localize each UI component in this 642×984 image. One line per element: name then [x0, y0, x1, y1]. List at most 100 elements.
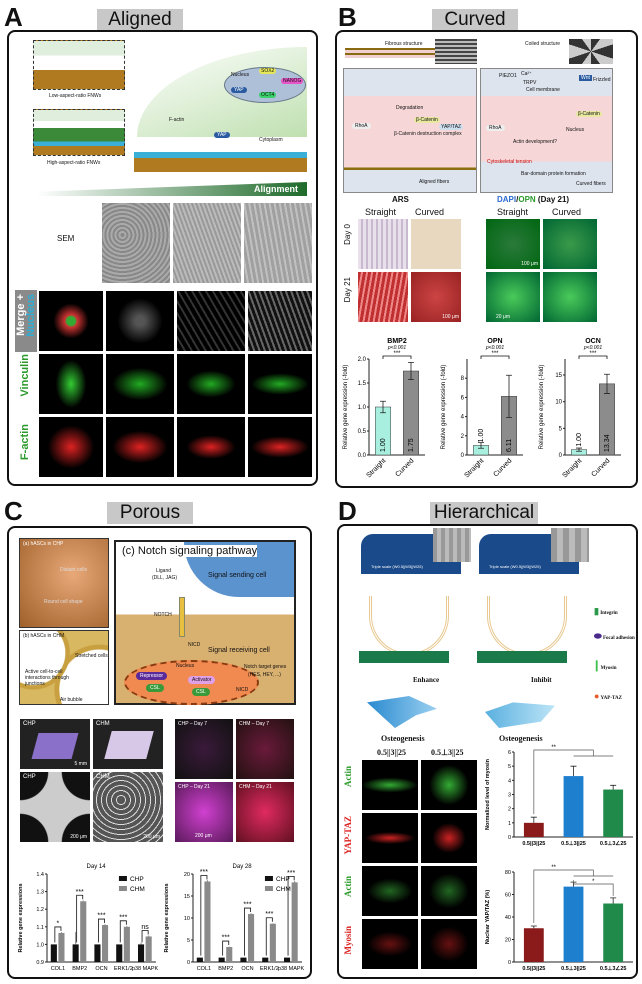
piezo-label: PIEZO1: [499, 73, 517, 79]
notch-diagram-title: (c) Notch signaling pathway: [122, 545, 258, 557]
vinculin-image-3: [176, 353, 246, 415]
error-bar: [610, 897, 617, 904]
curved-mechanism-diagram: PIEZO1 Ca²⁺ TRPV Cell membrane Wnt Frizz…: [480, 68, 613, 193]
y-tick-label: 80: [505, 870, 511, 876]
bcat-label-2: β-Catenin: [576, 111, 602, 117]
notch-receptor-shape: [179, 597, 185, 637]
osteogenesis-label-1: Osteogenesis: [381, 734, 425, 743]
actin-dev-label: Actin development?: [513, 139, 557, 145]
significance-bracket: [222, 940, 230, 956]
myosin-label: Myosin: [600, 666, 617, 671]
fibrous-label: Fibrous structure: [385, 41, 423, 47]
substrate-inhibit: [477, 651, 567, 663]
error-bar: [530, 816, 537, 823]
significance-bracket: [578, 355, 608, 359]
y-tick-label: 0: [508, 835, 511, 841]
significance-label: ***: [265, 911, 273, 918]
opn-straight-day21: 20 μm: [485, 271, 541, 323]
significance-label: *: [57, 920, 60, 927]
bar-chp: [72, 944, 79, 962]
opn-curved-day21: [542, 271, 598, 323]
x-tick-label: ERK1/2: [114, 966, 133, 972]
bar: [603, 903, 624, 962]
x-tick-label: COL1: [51, 966, 65, 972]
y-tick-label: 20: [505, 938, 511, 944]
significance-bracket: [141, 930, 149, 943]
aligned-mechanism-diagram: Degradation β-Catenin YAP/TAZ β-Catenin …: [343, 68, 477, 193]
nucleus-row-label: Nucleus: [25, 294, 37, 337]
chp-scaffold: [31, 733, 79, 759]
slash-text: /: [516, 195, 519, 204]
merge-image-4: [247, 290, 313, 352]
significance-bracket: [98, 918, 105, 943]
panel-c: (a) hASCs in CHP Distant cells Round cel…: [7, 526, 312, 979]
frizzled-label: Frizzled: [593, 77, 611, 83]
factin-image-4: [247, 416, 313, 478]
y-tick-label: 15: [184, 894, 190, 900]
y-tick-label: 3: [508, 793, 511, 799]
y-axis-label: Normalized level of myosin: [485, 758, 491, 830]
alignment-label: Alignment: [254, 184, 298, 194]
bcat-label: β-Catenin: [414, 117, 440, 123]
y-tick-label: 60: [505, 893, 511, 899]
x-tick-label: Curved: [590, 457, 611, 478]
ligand-label: Ligand: [156, 568, 172, 574]
significance-bracket: [573, 880, 614, 896]
bar-domain-label: Bar-domain protein formation: [521, 171, 586, 177]
bar: [523, 822, 544, 837]
yaptaz-label: YAP/TAZ: [439, 124, 464, 130]
y-tick-label: 10: [555, 400, 562, 406]
degradation-label: Degradation: [396, 105, 424, 111]
fiber-substrate: [134, 152, 307, 172]
ars-straight-day21: [357, 271, 409, 323]
image-col1-header: 0.5||3||25: [377, 748, 407, 757]
yaptaz-image-2: [420, 812, 478, 864]
merge-image-2: [105, 290, 175, 352]
legend-focal: ⬬ Focal adhesion: [594, 631, 635, 642]
x-tick-label: Curved: [492, 457, 513, 478]
significance-bracket: [244, 907, 251, 956]
y-tick-label: 0: [187, 960, 190, 966]
coiled-sem: [569, 39, 613, 64]
factin-image-1: [38, 416, 104, 478]
panel-a-label: A: [4, 2, 23, 32]
panel-b-label: B: [338, 2, 357, 32]
enhance-label: Enhance: [413, 676, 440, 684]
sem-inset-1: [433, 528, 471, 562]
bar-chp: [94, 944, 101, 962]
error-bar: [576, 447, 582, 452]
osteogenesis-label-2: Osteogenesis: [499, 734, 543, 743]
significance-bracket: [533, 869, 614, 923]
chp-day7-image: CHP – Day 7: [174, 718, 234, 780]
chm-photo: CHM: [92, 718, 164, 770]
error-bar: [506, 374, 512, 418]
adhesion-inhibit: [487, 596, 567, 656]
trpv-label: TRPV: [523, 80, 537, 86]
panel-b-title: Curved: [432, 9, 518, 31]
significance-bracket: [200, 875, 208, 956]
y-tick-label: 2: [461, 434, 465, 440]
significance-bracket: [533, 749, 614, 815]
chp-sem-label: CHP: [23, 774, 36, 780]
myosin-row-label: Myosin: [343, 926, 353, 955]
legend-myosin: ┃ Myosin: [594, 661, 617, 672]
x-tick-label: 0.5||3||25: [522, 966, 545, 972]
legend-swatch: [118, 886, 127, 891]
y-tick-label: 6: [508, 750, 511, 756]
legend-label: CHM: [276, 886, 291, 893]
value-label: 1.00: [478, 429, 485, 443]
y-tick-label: 2: [508, 807, 511, 813]
coiled-label: Coiled structure: [525, 41, 561, 47]
bar-chp: [137, 944, 145, 962]
legend-label: CHP: [130, 876, 144, 883]
notch-label: NOTCH: [154, 612, 172, 618]
opn-scale-label: 100 μm: [521, 261, 538, 267]
significance-label: **: [551, 745, 556, 751]
integrin-label: Integrin: [600, 611, 618, 616]
high-aspect-fnw-diagram: [33, 109, 125, 156]
error-bar: [408, 361, 414, 381]
y-tick-label: 6: [461, 395, 465, 401]
